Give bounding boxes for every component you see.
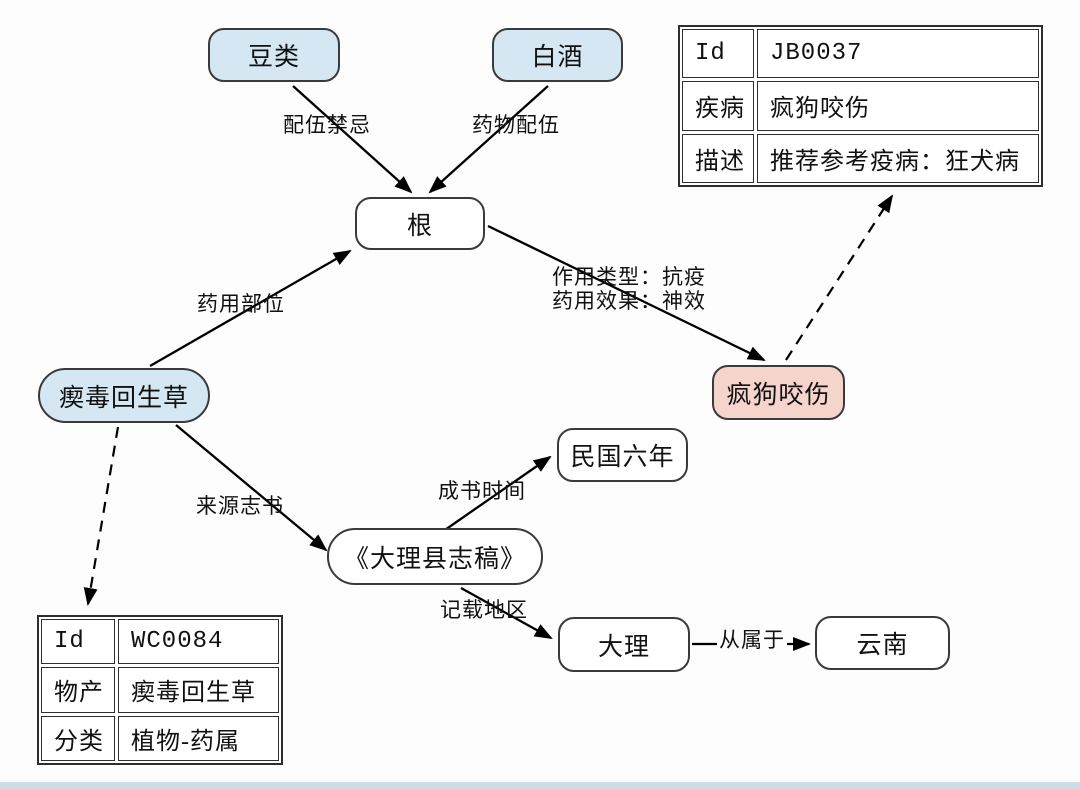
table-value-description: 推荐参考疫病：狂犬病 — [757, 133, 1039, 183]
edge-root-maddogbite — [487, 224, 766, 362]
edge-label-incompatibility: 配伍禁忌 — [283, 113, 371, 137]
table-value-product: 瘈毒回生草 — [118, 667, 279, 713]
node-dali[interactable]: 大理 — [558, 617, 690, 672]
product-info-table: Id WC0084 物产 瘈毒回生草 分类 植物-药属 — [37, 615, 283, 765]
edge-label-drug-combination: 药物配伍 — [472, 113, 560, 137]
table-key-id: Id — [682, 29, 754, 79]
node-root[interactable]: 根 — [355, 197, 485, 250]
table-value-category: 植物-药属 — [118, 715, 279, 761]
edge-label-recorded-region: 记载地区 — [440, 598, 528, 622]
node-mad-dog-bite[interactable]: 疯狗咬伤 — [712, 365, 845, 420]
table-key-description: 描述 — [682, 133, 754, 183]
edge-beans-root — [292, 85, 413, 194]
edge-label-medicinal-effect: 药用效果：神效 — [552, 289, 706, 313]
node-minguo-year6[interactable]: 民国六年 — [557, 428, 688, 482]
table-value-id: WC0084 — [118, 619, 279, 665]
table-value-id: JB0037 — [757, 29, 1039, 79]
disease-info-table: Id JB0037 疾病 疯狗咬伤 描述 推荐参考疫病：狂犬病 — [678, 25, 1043, 187]
edge-label-source-gazetteer: 来源志书 — [196, 494, 284, 518]
edge-herb-producttable-dashed — [83, 426, 120, 606]
node-herb[interactable]: 瘈毒回生草 — [38, 368, 210, 423]
node-yunnan[interactable]: 云南 — [815, 616, 950, 670]
edge-liquor-root — [428, 85, 549, 194]
node-liquor[interactable]: 白酒 — [492, 28, 623, 82]
table-key-category: 分类 — [41, 715, 115, 761]
edge-label-subordinate-to: 从属于 — [717, 628, 787, 653]
node-gazetteer[interactable]: 《大理县志稿》 — [327, 528, 543, 585]
edge-herb-gazetteer — [175, 424, 328, 552]
edge-herb-root — [149, 250, 352, 367]
window-bottom-edge — [0, 782, 1080, 789]
node-beans[interactable]: 豆类 — [208, 28, 340, 82]
table-value-disease: 疯狗咬伤 — [757, 81, 1039, 131]
edge-label-action-type: 作用类型：抗疫 — [552, 265, 706, 289]
table-key-id: Id — [41, 619, 115, 665]
edge-gazetteer-dali — [460, 586, 553, 640]
edge-maddogbite-diseasetable-dashed — [785, 194, 894, 361]
edge-gazetteer-minguo — [441, 455, 552, 533]
table-key-product: 物产 — [41, 667, 115, 713]
edge-label-medicinal-part: 药用部位 — [197, 292, 285, 316]
edge-label-completion-time: 成书时间 — [438, 479, 526, 503]
table-key-disease: 疾病 — [682, 81, 754, 131]
